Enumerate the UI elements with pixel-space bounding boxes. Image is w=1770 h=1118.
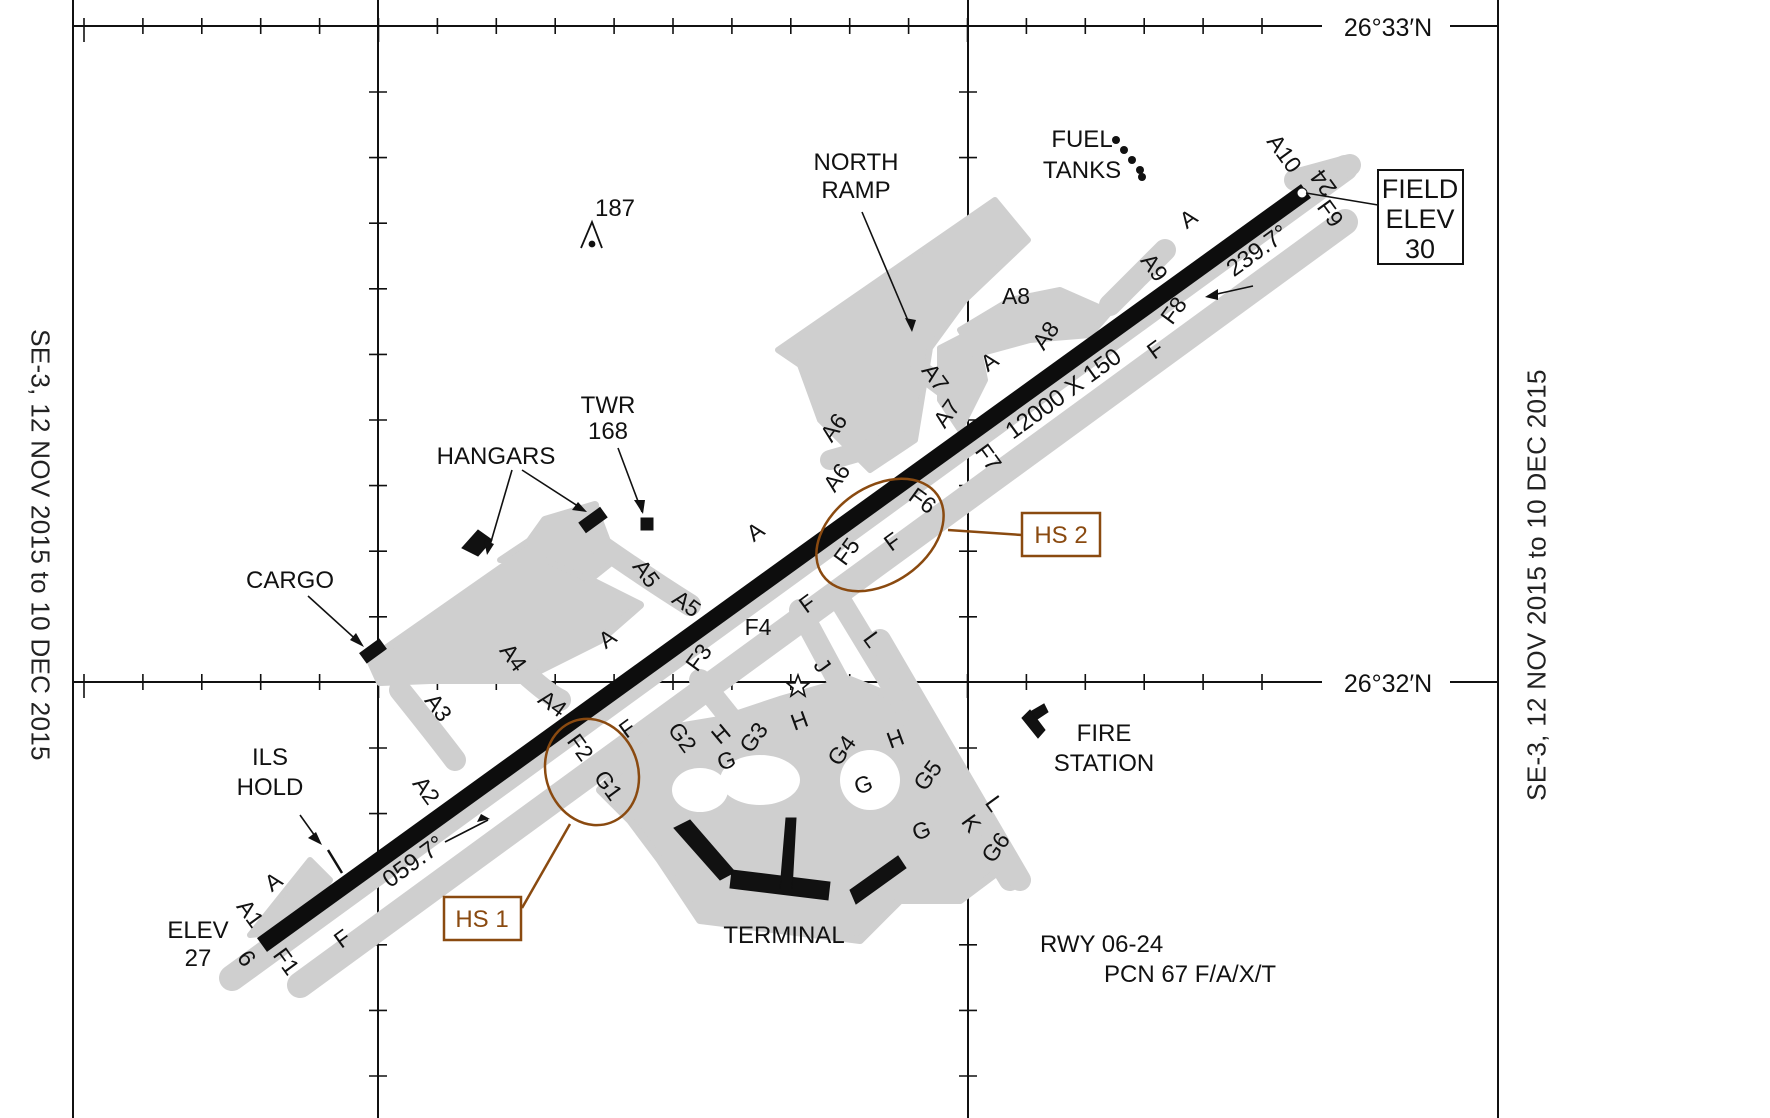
hangar-building	[578, 506, 608, 534]
tanks-label: TANKS	[1043, 157, 1121, 184]
hot-spot-1-box	[442, 895, 523, 942]
elev-27-label: ELEV	[167, 917, 228, 944]
twr-elev: 168	[588, 418, 628, 445]
fuel-tanks	[1112, 136, 1146, 181]
pavement	[219, 154, 1361, 998]
buildings	[359, 506, 1049, 905]
hangars-label: HANGARS	[437, 443, 556, 470]
leader-lines	[299, 211, 1254, 844]
field-elev-value: 30	[1405, 234, 1435, 264]
taxiway-label: A	[1174, 203, 1202, 233]
elev-27-value: 27	[185, 945, 212, 972]
ils-hold-marker	[326, 849, 344, 874]
runway-end-24-light	[1296, 187, 1308, 199]
hot-spot-2-box	[1020, 511, 1102, 558]
latitude-top: 26°33′N	[1344, 14, 1432, 42]
obstacle-icon	[580, 219, 603, 249]
runway-06-24[interactable]	[257, 184, 1311, 952]
hot-spot-1-circle	[543, 717, 641, 827]
fuel-label: FUEL	[1051, 126, 1112, 153]
arrowheads	[308, 289, 1218, 845]
taxiway-label: F4	[745, 614, 772, 640]
hot-spot-2-label: HS 2	[1034, 522, 1087, 549]
beacon-star-icon	[784, 672, 812, 698]
field-label: FIELD	[1382, 174, 1459, 204]
terminal-building	[849, 855, 907, 905]
field-elev-leader	[1305, 192, 1379, 206]
hot-spot-1-label: HS 1	[455, 906, 508, 933]
latitude-mid: 26°32′N	[1344, 670, 1432, 698]
runway-label: RWY 06-24	[1040, 931, 1163, 958]
cargo-label: CARGO	[246, 567, 334, 594]
cargo-building	[359, 638, 387, 664]
ils-label: ILS	[252, 744, 288, 771]
elev-label: ELEV	[1385, 204, 1454, 234]
terminal-label: TERMINAL	[723, 922, 844, 949]
station-label: STATION	[1054, 750, 1154, 777]
taxiway-label: A	[741, 516, 769, 546]
hot-spots	[442, 477, 1102, 942]
taxiway-label: A8	[1002, 283, 1030, 309]
hold-label: HOLD	[237, 774, 304, 801]
obstacle-height: 187	[595, 195, 635, 222]
apron-islands	[672, 750, 900, 812]
terminal-building	[779, 817, 797, 891]
pcn-label: PCN 67 F/A/X/T	[1104, 961, 1276, 988]
field-elev-box	[1377, 169, 1464, 265]
taxiway-label: A2	[408, 771, 446, 809]
fire-label: FIRE	[1077, 720, 1132, 747]
north-label: NORTH	[814, 149, 899, 176]
hot-spot-2-circle	[815, 477, 945, 593]
twr-label: TWR	[581, 392, 636, 419]
ramp-label: RAMP	[821, 177, 890, 204]
tower-building	[640, 517, 654, 531]
fire-station-building	[1021, 703, 1049, 739]
